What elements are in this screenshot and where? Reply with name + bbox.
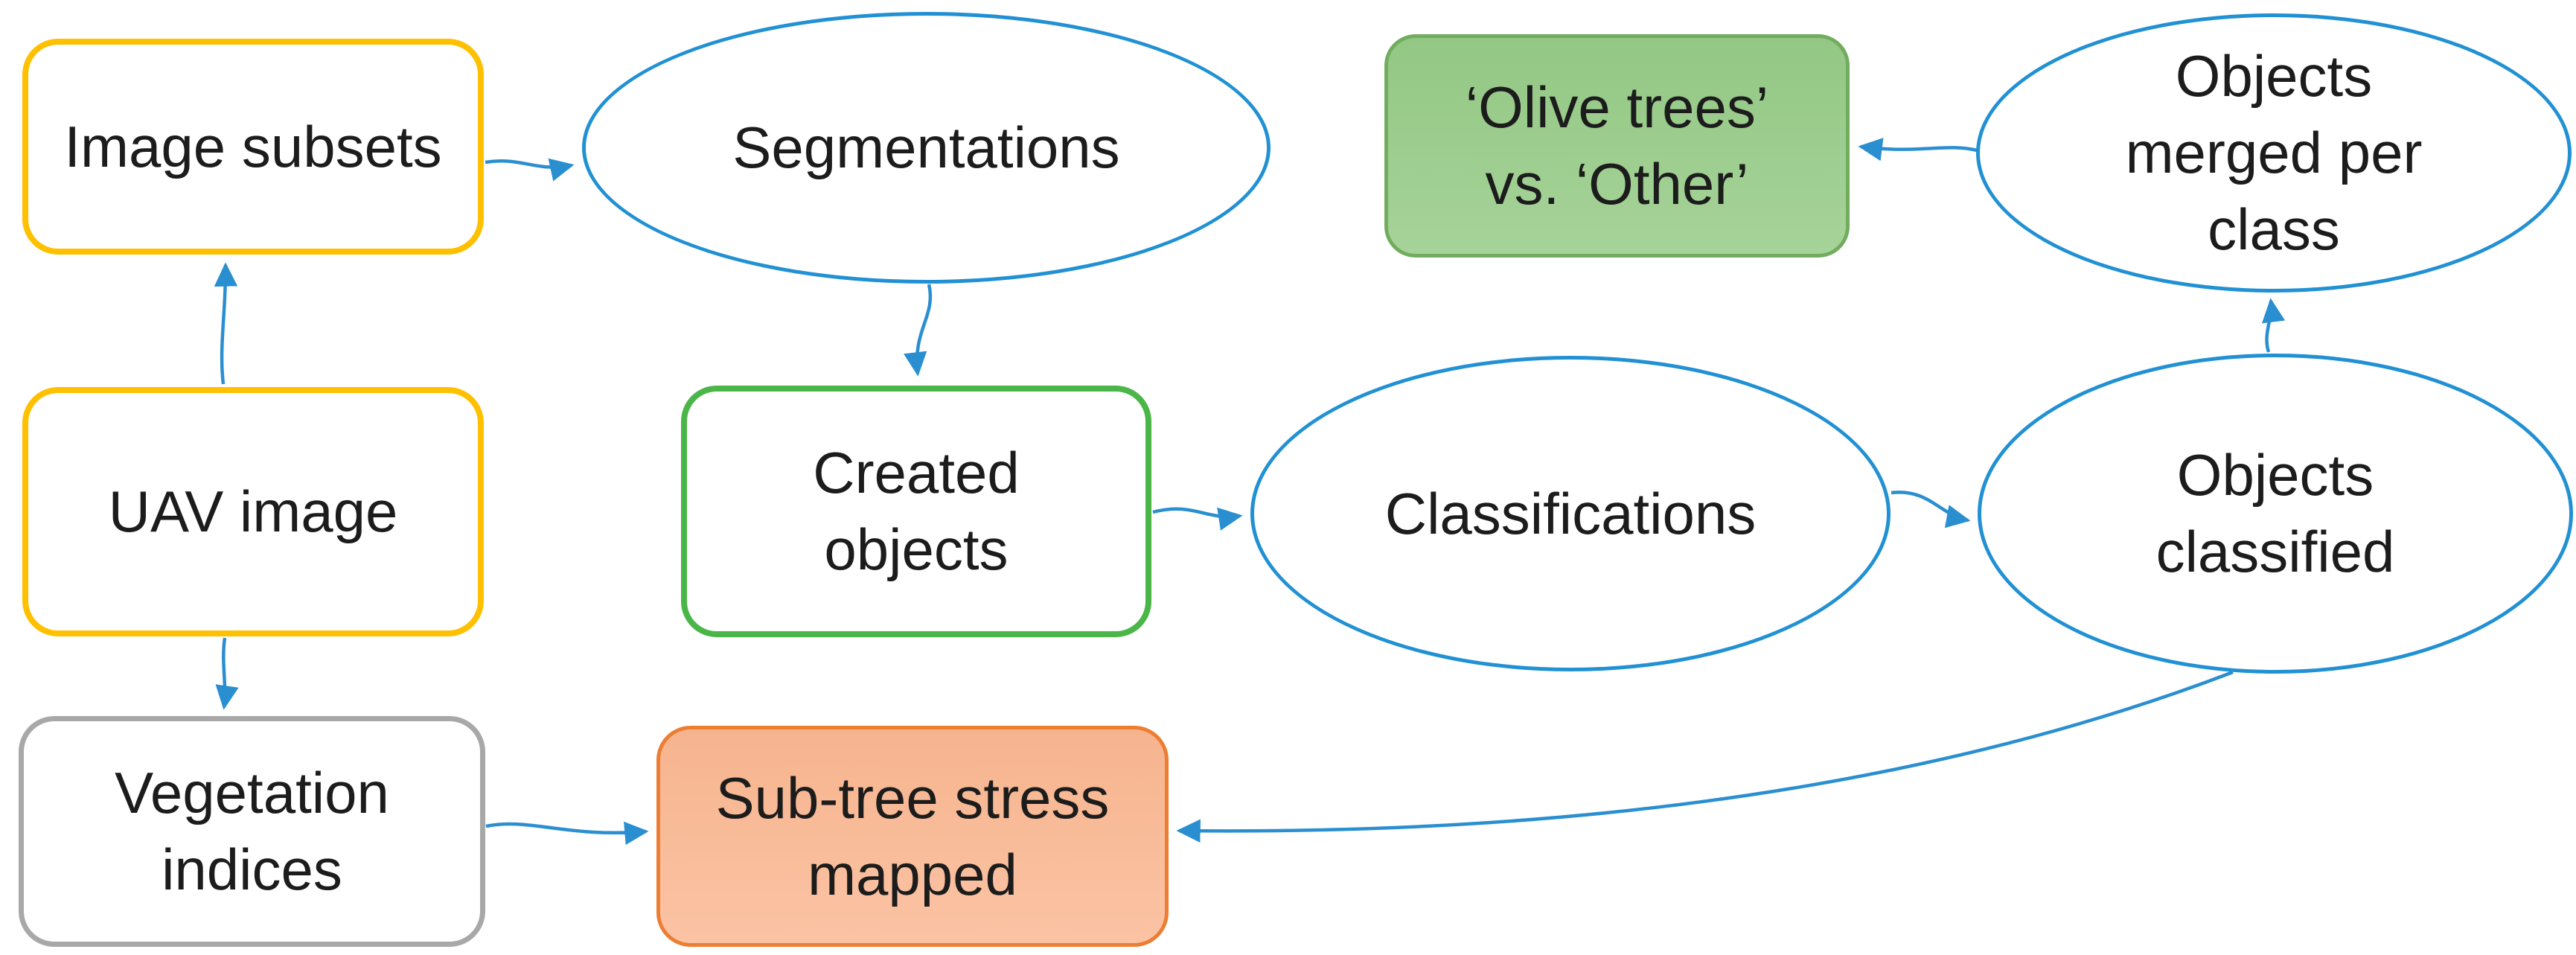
node-created-objects: Created objects xyxy=(681,386,1151,637)
node-classifications: Classifications xyxy=(1250,356,1891,671)
node-image-subsets: Image subsets xyxy=(22,39,484,255)
segmentations-label: Segmentations xyxy=(732,115,1120,181)
arrow-image-subsets-to-segmentations xyxy=(485,158,575,182)
objects-classified-label: Objects classified xyxy=(2155,442,2395,584)
node-objects-merged-per-class: Objects merged per class xyxy=(1976,13,2572,293)
arrow-objects-classified-to-subtree-stress xyxy=(1176,670,2234,843)
arrow-objects-classified-to-objects-merged xyxy=(2261,298,2286,353)
created-objects-label: Created objects xyxy=(813,440,1020,582)
node-vegetation-indices: Vegetation indices xyxy=(19,716,485,947)
vegetation-indices-label: Vegetation indices xyxy=(115,760,389,902)
arrow-vegetation-indices-to-subtree-stress xyxy=(485,821,649,846)
node-objects-classified: Objects classified xyxy=(1978,354,2573,674)
node-olive-trees-vs-other: ‘Olive trees’ vs. ‘Other’ xyxy=(1384,34,1850,258)
arrow-uav-image-to-vegetation-indices xyxy=(215,637,239,710)
arrow-classifications-to-objects-classified xyxy=(1891,491,1971,528)
node-uav-image: UAV image xyxy=(22,387,484,636)
subtree-stress-mapped-label: Sub-tree stress mapped xyxy=(715,764,1110,907)
arrow-created-objects-to-classifications xyxy=(1152,507,1243,531)
olive-trees-vs-other-label: ‘Olive trees’ vs. ‘Other’ xyxy=(1465,74,1769,217)
arrow-segmentations-to-created-objects xyxy=(904,284,933,377)
arrow-objects-merged-to-olive-vs-other xyxy=(1858,138,1978,162)
node-segmentations: Segmentations xyxy=(582,12,1271,284)
uav-image-label: UAV image xyxy=(108,479,398,545)
objects-merged-per-class-label: Objects merged per class xyxy=(2125,43,2423,262)
classifications-label: Classifications xyxy=(1384,480,1757,546)
arrow-uav-image-to-image-subsets xyxy=(214,262,238,385)
node-subtree-stress-mapped: Sub-tree stress mapped xyxy=(656,726,1169,947)
image-subsets-label: Image subsets xyxy=(64,113,442,179)
